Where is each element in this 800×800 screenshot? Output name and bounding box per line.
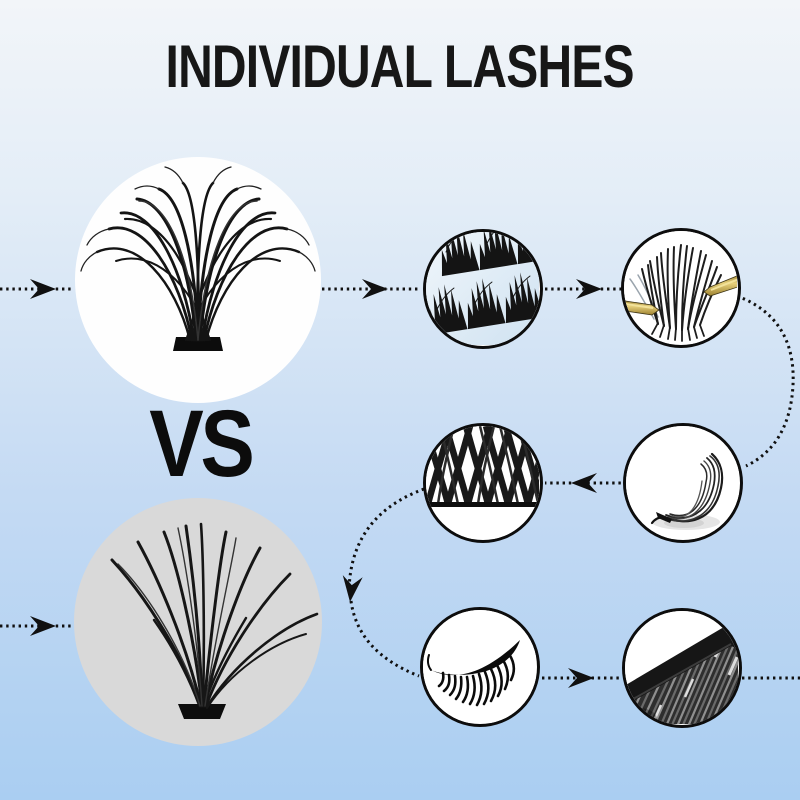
- flow-step-lash-tray: [423, 229, 543, 349]
- dense-lash-fibers-icon: [625, 611, 738, 724]
- arrowhead-bottom: [568, 668, 594, 688]
- page-title: INDIVIDUAL LASHES: [0, 32, 800, 101]
- page-title-text: INDIVIDUAL LASHES: [165, 33, 635, 100]
- arrow-curve-left: [347, 487, 425, 678]
- tweezers-lash-fan-icon: [624, 231, 737, 344]
- spiky-lash-fan-icon: [110, 522, 319, 719]
- cluster-lash-v-icon: [80, 166, 316, 351]
- flow-step-woven-band: [423, 423, 543, 543]
- flow-step-eye-look: [420, 607, 540, 727]
- arrowhead-entry-bottom: [30, 616, 56, 636]
- vs-label: VS: [100, 390, 300, 499]
- arrow-curve-right: [736, 294, 795, 468]
- arrowhead-top-1: [362, 279, 388, 299]
- arrowhead-entry-top: [30, 279, 56, 299]
- individual-lash-photo-circle: [74, 498, 322, 746]
- closed-eye-lashes-icon: [423, 610, 536, 723]
- vs-text: VS: [148, 391, 255, 497]
- lash-strip-rows-icon: [426, 232, 539, 345]
- crossed-lashes-weave-icon: [426, 426, 539, 539]
- tweezer-tips: [624, 275, 737, 316]
- arrowhead-curve-down: [342, 575, 363, 602]
- flow-step-curled-cluster: [623, 423, 743, 543]
- arrowhead-mid-left: [571, 473, 597, 493]
- flow-step-tweezers-pickup: [621, 228, 741, 348]
- curled-lash-crescent-icon: [626, 426, 739, 539]
- cluster-lash-photo-circle: [75, 157, 321, 403]
- flow-step-dense-band: [622, 608, 742, 728]
- arrowhead-top-2: [576, 279, 602, 299]
